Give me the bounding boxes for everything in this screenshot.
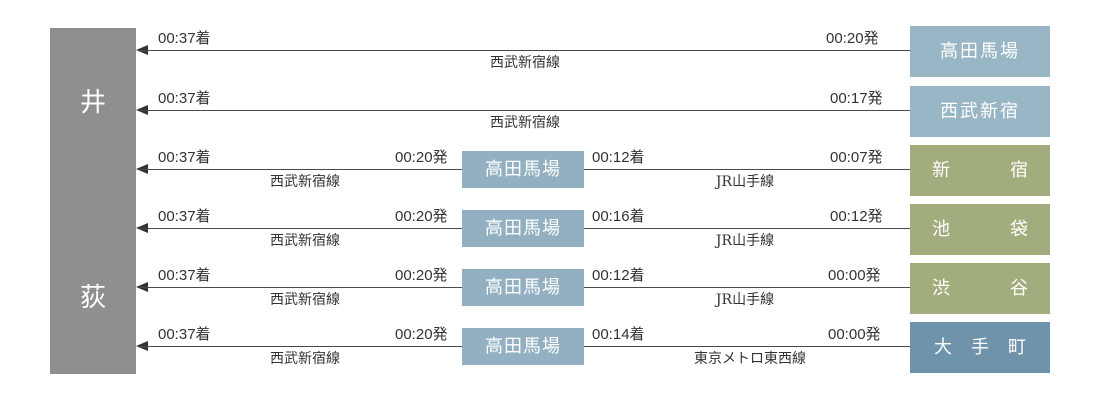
route-line-seibu [140, 228, 462, 229]
arrival-time: 00:37着 [158, 208, 211, 225]
origin-char: 袋 [1010, 219, 1028, 240]
origin-char: 池 [932, 219, 950, 240]
line-name: 西武新宿線 [490, 115, 560, 131]
transfer-station: 高田馬場 [462, 269, 584, 306]
route-row-seibushinjuku: 00:37着 00:17発 西武新宿線 西武新宿 [0, 86, 1100, 137]
departure-time: 00:17発 [830, 90, 883, 107]
line-name-seibu: 西武新宿線 [270, 351, 340, 367]
line-name-seibu: 西武新宿線 [270, 292, 340, 308]
transfer-departure-time: 00:20発 [395, 267, 448, 284]
route-line-metro [584, 346, 910, 347]
departure-time: 00:00発 [828, 267, 881, 284]
arrival-time: 00:37着 [158, 30, 211, 47]
route-row-takadanobaba: 00:37着 00:20発 西武新宿線 高田馬場 [0, 26, 1100, 77]
origin-char: 大 [934, 337, 952, 358]
departure-time: 00:07発 [830, 149, 883, 166]
line-name-metro: 東京メトロ東西線 [694, 351, 806, 367]
line-name-seibu: 西武新宿線 [270, 174, 340, 190]
route-row-ikebukuro: 00:37着 00:20発 00:16着 00:12発 西武新宿線 JR山手線 … [0, 204, 1100, 255]
arrival-time: 00:37着 [158, 90, 211, 107]
line-name: 西武新宿線 [490, 55, 560, 71]
route-line-jr [584, 169, 910, 170]
departure-time: 00:00発 [828, 326, 881, 343]
arrival-time: 00:37着 [158, 149, 211, 166]
transfer-arrival-time: 00:12着 [592, 149, 645, 166]
route-row-shibuya: 00:37着 00:20発 00:12着 00:00発 西武新宿線 JR山手線 … [0, 263, 1100, 314]
route-line [140, 50, 910, 51]
origin-char: 新 [932, 160, 950, 181]
destination-char-2: 荻 [79, 283, 106, 313]
origin-station: 大 手 町 [910, 322, 1050, 373]
arrival-time: 00:37着 [158, 326, 211, 343]
departure-time: 00:12発 [830, 208, 883, 225]
route-line [140, 110, 910, 111]
route-line-jr [584, 228, 910, 229]
origin-station: 渋 谷 [910, 263, 1050, 314]
line-name-jr: JR山手線 [715, 174, 775, 190]
origin-char: 渋 [932, 278, 950, 299]
destination-station: 井 荻 [50, 28, 136, 374]
route-line-seibu [140, 346, 462, 347]
origin-char: 町 [1008, 337, 1026, 358]
transfer-departure-time: 00:20発 [395, 326, 448, 343]
origin-station: 高田馬場 [910, 26, 1050, 77]
route-row-shinjuku: 00:37着 00:20発 00:12着 00:07発 西武新宿線 JR山手線 … [0, 145, 1100, 196]
origin-station: 西武新宿 [910, 86, 1050, 137]
transfer-station: 高田馬場 [462, 151, 584, 188]
transfer-arrival-time: 00:14着 [592, 326, 645, 343]
origin-station: 新 宿 [910, 145, 1050, 196]
destination-char-1: 井 [79, 88, 106, 118]
line-name-seibu: 西武新宿線 [270, 233, 340, 249]
transfer-station: 高田馬場 [462, 210, 584, 247]
line-name-jr: JR山手線 [715, 233, 775, 249]
origin-char: 手 [971, 337, 989, 358]
origin-char: 宿 [1010, 160, 1028, 181]
transfer-departure-time: 00:20発 [395, 208, 448, 225]
transfer-arrival-time: 00:16着 [592, 208, 645, 225]
route-row-otemachi: 00:37着 00:20発 00:14着 00:00発 西武新宿線 東京メトロ東… [0, 322, 1100, 373]
arrival-time: 00:37着 [158, 267, 211, 284]
route-line-jr [584, 287, 910, 288]
origin-char: 谷 [1010, 278, 1028, 299]
transfer-departure-time: 00:20発 [395, 149, 448, 166]
route-line-seibu [140, 287, 462, 288]
line-name-jr: JR山手線 [715, 292, 775, 308]
departure-time: 00:20発 [826, 30, 879, 47]
transfer-station: 高田馬場 [462, 328, 584, 365]
transfer-arrival-time: 00:12着 [592, 267, 645, 284]
route-line-seibu [140, 169, 462, 170]
origin-station: 池 袋 [910, 204, 1050, 255]
